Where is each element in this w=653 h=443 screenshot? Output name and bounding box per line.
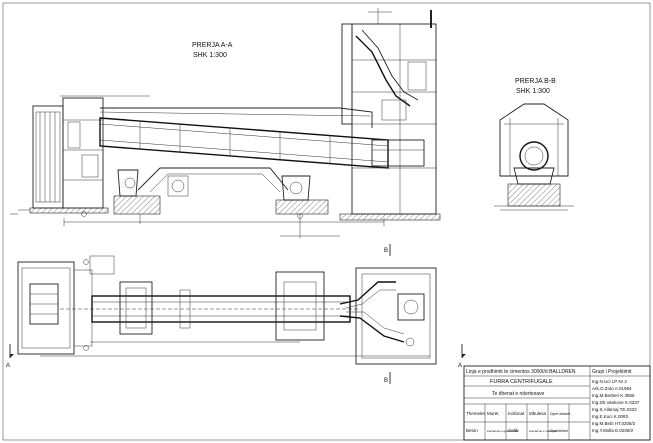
table-header: Themelet xyxy=(466,411,486,416)
title-block: Linja e prodhimit te cimentos 3000t/d BA… xyxy=(463,365,651,441)
kiln-supports xyxy=(113,167,329,215)
marker-b-top: B xyxy=(384,248,388,254)
kiln-tube xyxy=(60,95,389,169)
cooler-structure xyxy=(339,8,441,221)
table-cell: Celik xyxy=(508,428,519,433)
preheater-building xyxy=(10,97,109,215)
table-cell: Beton xyxy=(466,428,478,433)
drawing-name: FURRA CENTRIFUGALE xyxy=(490,379,553,385)
table-cell: Llamarine e galvanizuar xyxy=(487,429,519,433)
table-header: Dyert dritaret xyxy=(550,412,570,416)
table-header: Muret xyxy=(487,411,499,416)
dimension-lines xyxy=(63,211,385,238)
person-entry: Ing.Dh.Vankove K.0337 xyxy=(592,400,640,405)
table-cell: Llamarine e valezuar xyxy=(529,429,557,433)
person-entry: Ing.M.Bebi HT.0208/2 xyxy=(592,421,636,426)
plan-view xyxy=(17,255,437,365)
section-markers: A A B B xyxy=(6,244,466,384)
marker-a-right: A xyxy=(458,363,462,369)
section-bb-title: PRERJA B-B xyxy=(515,78,556,85)
person-entry: Ark.O.Zoto A.01984 xyxy=(592,386,632,391)
table-header: Mbulesa xyxy=(529,411,547,416)
table-header: Kollonat xyxy=(508,411,525,416)
people-list: Ing.N.Ucl LP Nr 2 Ark.O.Zoto A.01984 Ing… xyxy=(592,379,640,433)
section-aa-scale: SHK 1:300 xyxy=(193,52,227,59)
person-entry: Ing.E.Kuci K.0083 xyxy=(592,414,629,419)
marker-a-left: A xyxy=(6,363,10,369)
person-entry: Ing.N.Ucl LP Nr 2 xyxy=(592,379,627,384)
person-entry: Ing.Y.Molla E.0208/2 xyxy=(592,428,634,433)
person-entry: Ing.S.Allamaj TE.0332 xyxy=(592,407,637,412)
person-entry: Ing.M.Berberi K.3865 xyxy=(592,393,635,398)
materials-table: Themelet Muret Kollonat Mbulesa Dyert dr… xyxy=(466,411,570,433)
section-bb-scale: SHK 1:300 xyxy=(516,88,550,95)
marker-b-bottom: B xyxy=(384,378,388,384)
design-group: Grupi i Projektimit xyxy=(592,369,632,375)
section-aa-title: PRERJA A-A xyxy=(192,42,233,49)
drawing-subtitle: Te dhenat e ndertesave xyxy=(492,391,544,397)
project-name: Linja e prodhimit te cimentos 3000t/d BA… xyxy=(466,369,576,375)
section-bb-view: PRERJA B-B SHK 1:300 xyxy=(494,78,574,211)
table-cell: Dyer/dritare xyxy=(550,429,568,433)
section-aa-view: PRERJA A-A SHK 1:300 xyxy=(10,8,441,238)
